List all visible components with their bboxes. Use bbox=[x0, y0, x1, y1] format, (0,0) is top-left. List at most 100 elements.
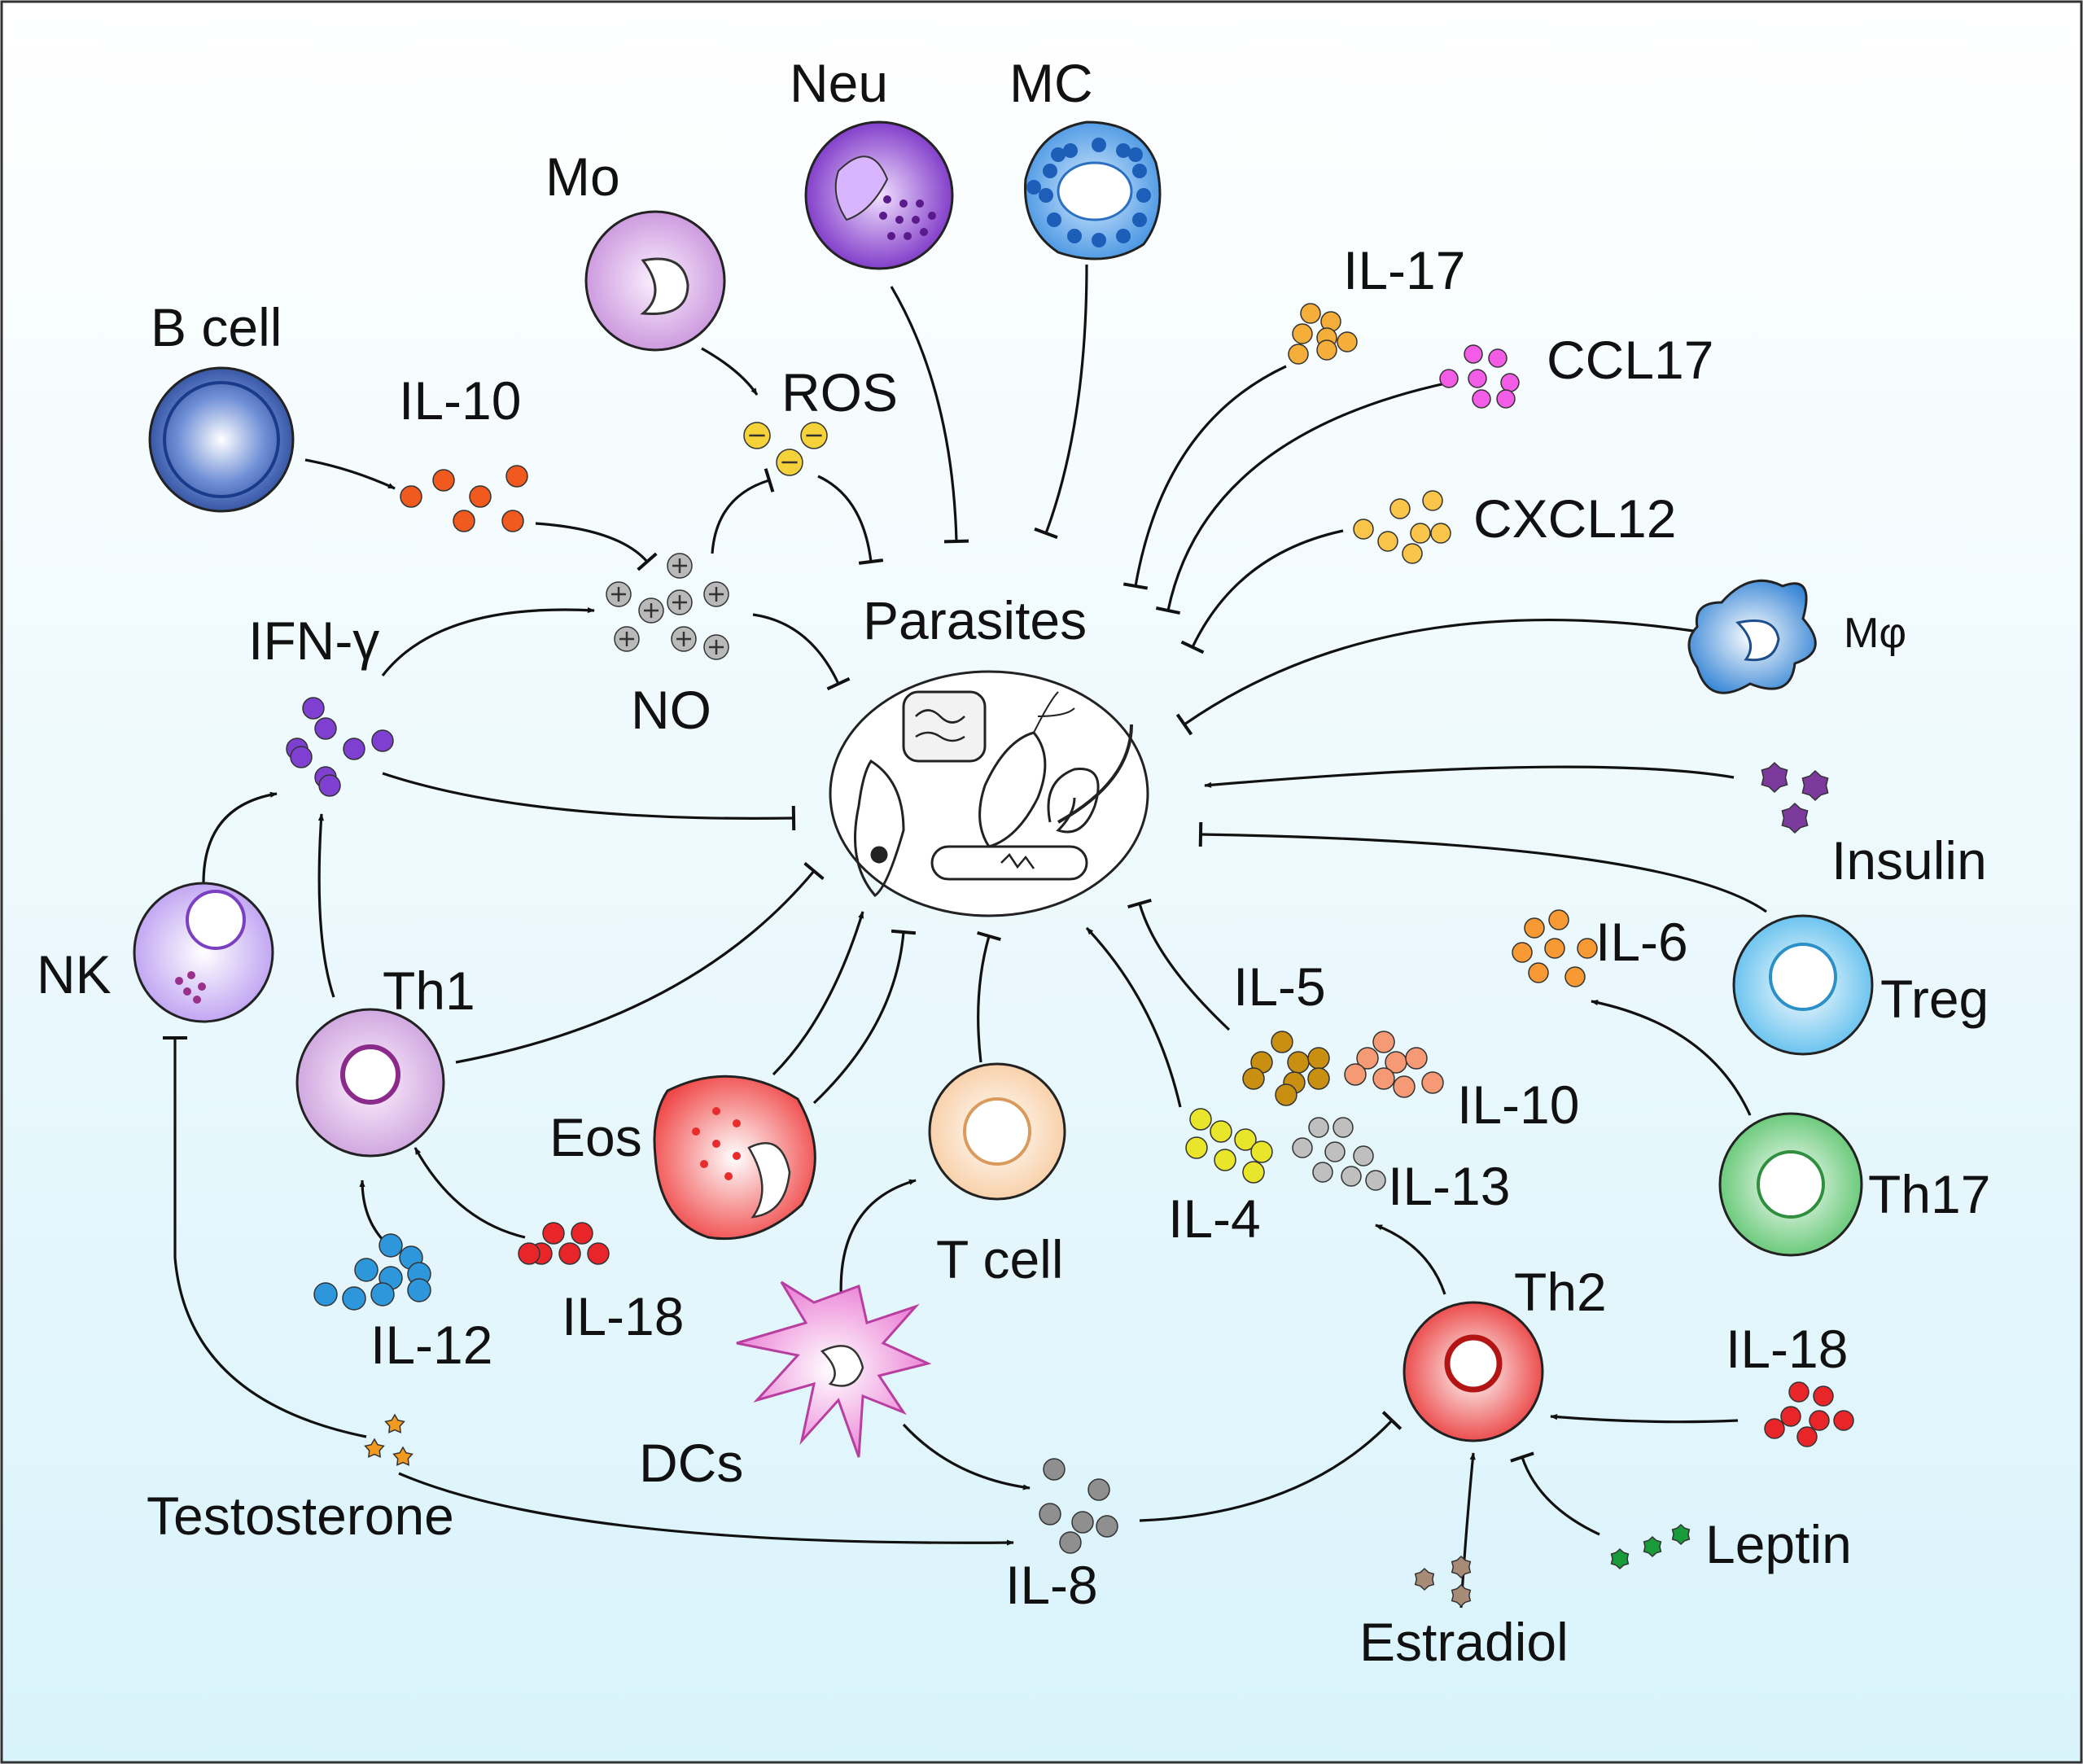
molecule-dot bbox=[1307, 1047, 1330, 1070]
molecule-dot bbox=[1308, 1117, 1329, 1138]
molecule-dot bbox=[1764, 1418, 1785, 1439]
molecule-dot bbox=[1577, 938, 1598, 959]
molecule-dot bbox=[1372, 1067, 1395, 1090]
molecule-dot bbox=[1043, 164, 1057, 178]
molecule-dot bbox=[384, 1413, 405, 1434]
il13-label: IL-13 bbox=[1388, 1156, 1510, 1216]
molecule-dot bbox=[558, 1242, 581, 1265]
molecule-dot bbox=[501, 510, 524, 532]
molecule-dot bbox=[733, 1152, 741, 1160]
il10-top-label: IL-10 bbox=[399, 370, 521, 431]
edge-bcell-il10 bbox=[304, 458, 396, 490]
molecule-dot bbox=[1312, 1162, 1333, 1183]
neutrophil-label: Neu bbox=[790, 53, 888, 113]
molecule-dot bbox=[1780, 1406, 1801, 1427]
molecule-dot bbox=[1132, 212, 1147, 227]
flagellate-icon bbox=[978, 731, 1047, 848]
th17-label: Th17 bbox=[1868, 1164, 1990, 1224]
no-label: NO bbox=[631, 680, 711, 740]
molecule-dot bbox=[1333, 1117, 1354, 1138]
ccl17-cluster bbox=[1439, 344, 1520, 409]
il6-cluster bbox=[1512, 909, 1598, 987]
edges bbox=[163, 264, 1767, 1609]
flagellum bbox=[1033, 691, 1075, 733]
molecule-dot bbox=[1500, 373, 1520, 392]
molecule-dot bbox=[912, 216, 920, 224]
molecule-dot bbox=[1410, 523, 1431, 544]
il5-label: IL-5 bbox=[1233, 956, 1326, 1017]
edge-tcell-parasites bbox=[977, 930, 1001, 1063]
edge-ros-parasites bbox=[817, 475, 884, 565]
molecule-dot bbox=[198, 983, 206, 991]
molecule-dot bbox=[1564, 966, 1586, 987]
il10-top-cluster bbox=[400, 465, 528, 532]
molecule-dot bbox=[1071, 1511, 1094, 1534]
molecule-dot bbox=[1372, 1031, 1395, 1053]
monocyte-label: Mo bbox=[545, 147, 620, 207]
edge-eos-parasites-inh bbox=[812, 929, 917, 1105]
edge-mac-parasites bbox=[1175, 618, 1694, 736]
molecule-dot bbox=[1185, 1136, 1208, 1159]
molecule-dot bbox=[1067, 229, 1082, 243]
molecule-dot bbox=[1087, 1478, 1110, 1501]
molecule-dot bbox=[342, 1286, 366, 1311]
th1-cell bbox=[295, 1008, 445, 1158]
edge-th1-parasites bbox=[455, 861, 825, 1064]
molecule-dot bbox=[1365, 1170, 1386, 1191]
molecule-dot bbox=[724, 1172, 733, 1180]
il17-label: IL-17 bbox=[1343, 240, 1465, 300]
molecule-dot bbox=[187, 971, 195, 979]
t-cell-label: T cell bbox=[936, 1229, 1064, 1289]
molecule-dot bbox=[887, 232, 895, 240]
schistosome-icon bbox=[930, 845, 1088, 881]
molecule-dot bbox=[1344, 1063, 1367, 1086]
il18-right-cluster bbox=[1764, 1381, 1854, 1447]
edge-ifn-parasites bbox=[382, 772, 796, 831]
edge-testo-il8 bbox=[398, 1472, 1014, 1546]
il13-cluster bbox=[1292, 1117, 1386, 1191]
molecule-dot bbox=[370, 1282, 395, 1307]
molecule-dot bbox=[1039, 1503, 1061, 1525]
molecule-dot bbox=[733, 1119, 741, 1127]
edge-nk-testo bbox=[163, 1036, 367, 1438]
edge-eos-parasites-act bbox=[772, 911, 864, 1076]
il4-cluster bbox=[1185, 1108, 1273, 1184]
molecule-dot bbox=[1026, 180, 1041, 195]
parasite-icons bbox=[854, 690, 1133, 897]
molecule-dot bbox=[1307, 1067, 1330, 1090]
dendritic-cell-label: DCs bbox=[639, 1433, 743, 1493]
molecule-dot bbox=[1414, 1567, 1435, 1591]
molecule-dot bbox=[183, 987, 191, 996]
molecule-dot bbox=[1761, 761, 1788, 794]
molecule-dot bbox=[1275, 1083, 1297, 1106]
molecule-dot bbox=[571, 1222, 593, 1245]
edge-il4-parasites bbox=[1085, 926, 1182, 1108]
molecule-dot bbox=[1287, 1051, 1310, 1074]
molecule-dot bbox=[1292, 1137, 1313, 1158]
no-cluster bbox=[606, 553, 729, 660]
molecule-dot bbox=[400, 485, 422, 508]
trichomonas-icon bbox=[854, 759, 905, 897]
molecule-dot bbox=[1039, 188, 1053, 203]
th17-cell bbox=[1718, 1112, 1863, 1257]
molecule-dot bbox=[1356, 1047, 1379, 1070]
molecule-dot bbox=[1451, 1555, 1472, 1579]
th1-label: Th1 bbox=[383, 961, 475, 1021]
il8-cluster bbox=[1039, 1458, 1118, 1554]
molecule-dot bbox=[1116, 229, 1131, 243]
molecule-dot bbox=[1524, 917, 1545, 939]
molecule-dot bbox=[518, 1242, 540, 1265]
molecule-dot bbox=[1292, 323, 1313, 344]
molecule-dot bbox=[700, 1160, 708, 1168]
th2-cell bbox=[1403, 1301, 1544, 1442]
neutrophil-granules bbox=[879, 195, 936, 240]
molecule-dot bbox=[1464, 344, 1483, 364]
treg-label: Treg bbox=[1880, 969, 1989, 1029]
molecule-dot bbox=[1472, 389, 1491, 409]
molecule-dot bbox=[1405, 1047, 1428, 1070]
edge-treg-parasites bbox=[1198, 821, 1767, 913]
molecule-dot bbox=[920, 228, 928, 236]
molecule-dot bbox=[318, 774, 341, 797]
molecule-dot bbox=[1324, 1141, 1346, 1162]
molecule-dot bbox=[1337, 331, 1358, 352]
